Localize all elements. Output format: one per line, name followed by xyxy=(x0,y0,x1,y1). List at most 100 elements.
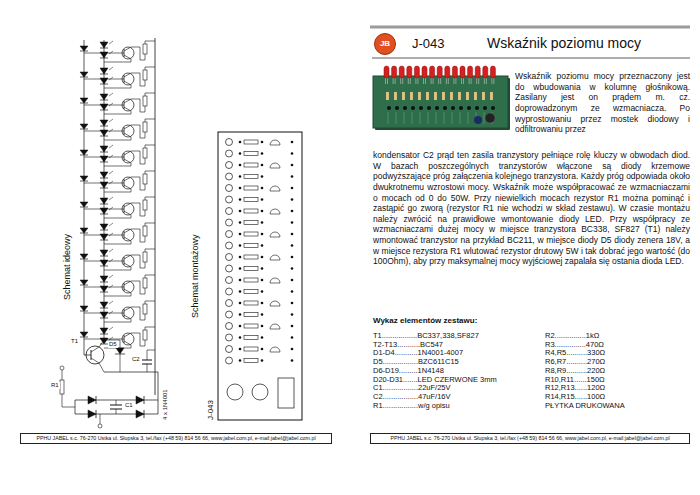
wire xyxy=(131,267,132,270)
wire xyxy=(145,171,155,172)
resistor-photo xyxy=(466,92,469,100)
pad xyxy=(261,359,264,362)
wire xyxy=(131,189,132,192)
led-arrow xyxy=(109,77,113,80)
transistor-lead xyxy=(91,358,99,363)
pad xyxy=(291,290,294,293)
pad xyxy=(291,233,294,236)
transistor-outline xyxy=(270,140,280,145)
led-arrow xyxy=(109,301,113,304)
resistor-symbol xyxy=(143,70,147,80)
transistor-lead xyxy=(124,237,131,241)
diode-symbol xyxy=(80,285,88,286)
resistor-outline xyxy=(244,324,258,328)
transistor-lead xyxy=(124,281,131,285)
wire xyxy=(131,99,140,100)
wire xyxy=(84,157,124,158)
transistor-outline xyxy=(270,278,280,283)
wire xyxy=(84,79,124,80)
led-outline xyxy=(226,300,233,307)
transistor-photo xyxy=(403,106,407,110)
transistor-photo xyxy=(387,106,391,110)
wire xyxy=(140,242,145,243)
led-symbol xyxy=(100,240,108,241)
transistor-lead xyxy=(124,185,131,189)
led-photo xyxy=(490,66,495,78)
transistor-lead xyxy=(124,211,131,215)
parts-list-item: C1.................22uF/25V xyxy=(373,383,451,392)
diode-symbol xyxy=(80,51,88,52)
capacitor-outline xyxy=(227,384,243,400)
led-leg xyxy=(493,78,494,84)
led-arrow xyxy=(109,155,113,158)
led-column-wire xyxy=(104,40,105,340)
led-outline xyxy=(226,323,233,330)
wire xyxy=(84,131,124,132)
part-name: C2 xyxy=(131,356,141,363)
diode-symbol xyxy=(80,155,88,156)
led-leg xyxy=(478,78,479,84)
led-photo xyxy=(414,66,419,78)
part-name: T1 xyxy=(70,338,79,345)
resistor-outline xyxy=(244,232,258,236)
wire xyxy=(84,339,124,340)
wire xyxy=(140,47,141,60)
wire xyxy=(84,261,124,262)
transistor-lead xyxy=(124,159,131,163)
transistor-lead xyxy=(124,81,131,85)
wire xyxy=(84,209,124,210)
led-outline xyxy=(226,231,233,238)
wire xyxy=(131,177,140,178)
led-symbol xyxy=(100,250,108,256)
led-leg xyxy=(415,78,416,84)
wire xyxy=(131,47,140,48)
wire xyxy=(116,409,117,414)
led-symbol xyxy=(100,266,108,267)
led-outline xyxy=(226,162,233,169)
led-photo xyxy=(399,66,404,78)
led-symbol xyxy=(100,110,108,111)
pad xyxy=(261,325,264,328)
wire xyxy=(145,41,155,42)
led-outline xyxy=(226,150,233,157)
transistor-outline xyxy=(270,232,280,237)
led-arrow xyxy=(109,171,113,174)
pad xyxy=(261,348,264,351)
wire xyxy=(145,132,146,138)
resistor-photo xyxy=(386,92,389,100)
capacitor-photo xyxy=(474,116,482,124)
pad xyxy=(291,187,294,190)
pad xyxy=(261,152,264,155)
led-symbol xyxy=(100,308,108,309)
wire xyxy=(140,112,145,113)
led-photo xyxy=(430,66,435,78)
resistor-outline xyxy=(244,290,258,294)
transistor-photo xyxy=(467,106,471,110)
led-arrow xyxy=(109,207,113,210)
parts-list-item: R14,R15......100Ω xyxy=(545,392,605,401)
pad xyxy=(291,198,294,201)
led-symbol xyxy=(100,318,108,319)
trace-photo xyxy=(468,112,469,124)
wire xyxy=(140,151,141,164)
pad xyxy=(239,302,242,305)
pad xyxy=(261,210,264,213)
led-symbol xyxy=(100,188,108,189)
led-outline xyxy=(226,208,233,215)
diode-symbol xyxy=(136,396,144,404)
wire xyxy=(145,210,146,216)
led-leg xyxy=(476,78,477,84)
wire xyxy=(131,59,132,62)
wire xyxy=(131,215,132,218)
terminal xyxy=(60,366,64,370)
pad xyxy=(291,221,294,224)
led-leg xyxy=(471,78,472,84)
diode-symbol xyxy=(80,150,88,155)
led-leg xyxy=(484,78,485,84)
led-leg xyxy=(410,78,411,84)
wire xyxy=(145,288,146,294)
resistor-outline xyxy=(244,313,258,317)
wire xyxy=(131,241,132,244)
diode-symbol xyxy=(80,103,88,104)
led-leg xyxy=(455,78,456,84)
